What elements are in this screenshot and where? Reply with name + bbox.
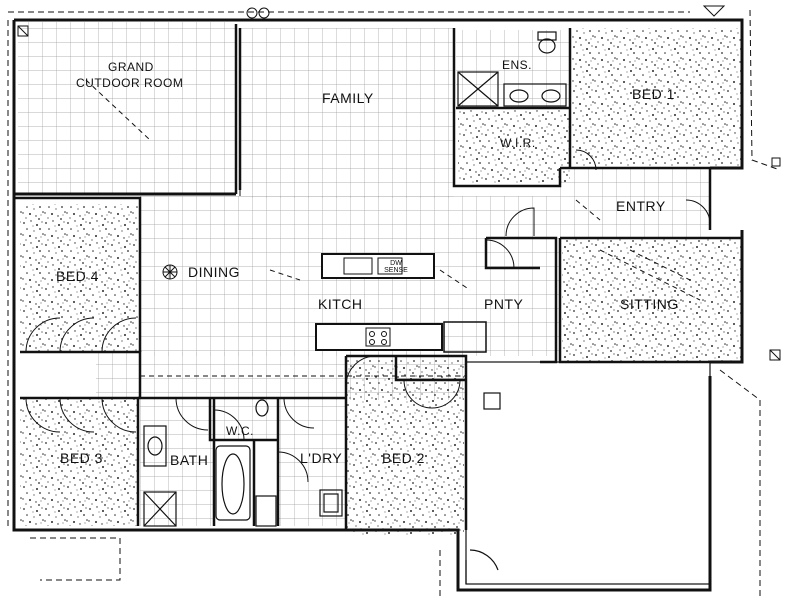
room-label-sitting: SITTING	[620, 296, 679, 312]
carpeted-floor-areas	[20, 28, 742, 536]
eave-lines	[7, 9, 781, 596]
wir-carpet	[458, 110, 570, 184]
room-label-laundry: L'DRY	[300, 450, 343, 466]
room-label-family: FAMILY	[322, 90, 374, 106]
bed3-carpet	[20, 398, 138, 526]
downpipes	[17, 5, 781, 361]
bed4-carpet	[20, 204, 140, 352]
laundry-floor	[278, 398, 346, 526]
room-label-bed3: BED 3	[60, 450, 103, 466]
room-label-ensuite: ENS.	[502, 58, 533, 72]
grand-room-floor	[18, 22, 236, 194]
room-label-wir: W.I.R.	[500, 136, 536, 150]
hidden-lines	[85, 79, 701, 377]
kitchen-bench	[315, 321, 487, 353]
bath-floor	[140, 398, 214, 526]
room-label-grand-room-line2: CUTDOOR ROOM	[76, 76, 184, 90]
ensuite-floor	[456, 30, 570, 108]
room-label-bath: BATH	[170, 452, 209, 468]
garage-slab	[465, 361, 711, 585]
room-label-bed4: BED 4	[56, 268, 99, 284]
room-label-entry: ENTRY	[616, 198, 666, 214]
room-label-kitchen: KITCH	[318, 296, 363, 312]
kitchen-island	[321, 253, 435, 279]
room-label-grand-room-line1: GRAND	[108, 60, 154, 74]
door-swings	[25, 149, 711, 483]
bed1-carpet	[572, 28, 742, 168]
room-label-wc: W.C.	[226, 424, 254, 438]
island-sink-note: DW SENSE	[384, 260, 408, 274]
bathroom-fixtures	[143, 31, 567, 527]
dining-light-icon	[162, 264, 178, 280]
room-label-bed1: BED 1	[632, 86, 675, 102]
family-floor	[240, 28, 454, 198]
internal-walls	[14, 24, 742, 530]
entry-floor	[560, 168, 710, 238]
room-label-pantry: PNTY	[484, 296, 524, 312]
room-label-bed2: BED 2	[382, 450, 425, 466]
room-label-dining: DINING	[188, 264, 240, 280]
sitting-carpet	[562, 238, 742, 362]
